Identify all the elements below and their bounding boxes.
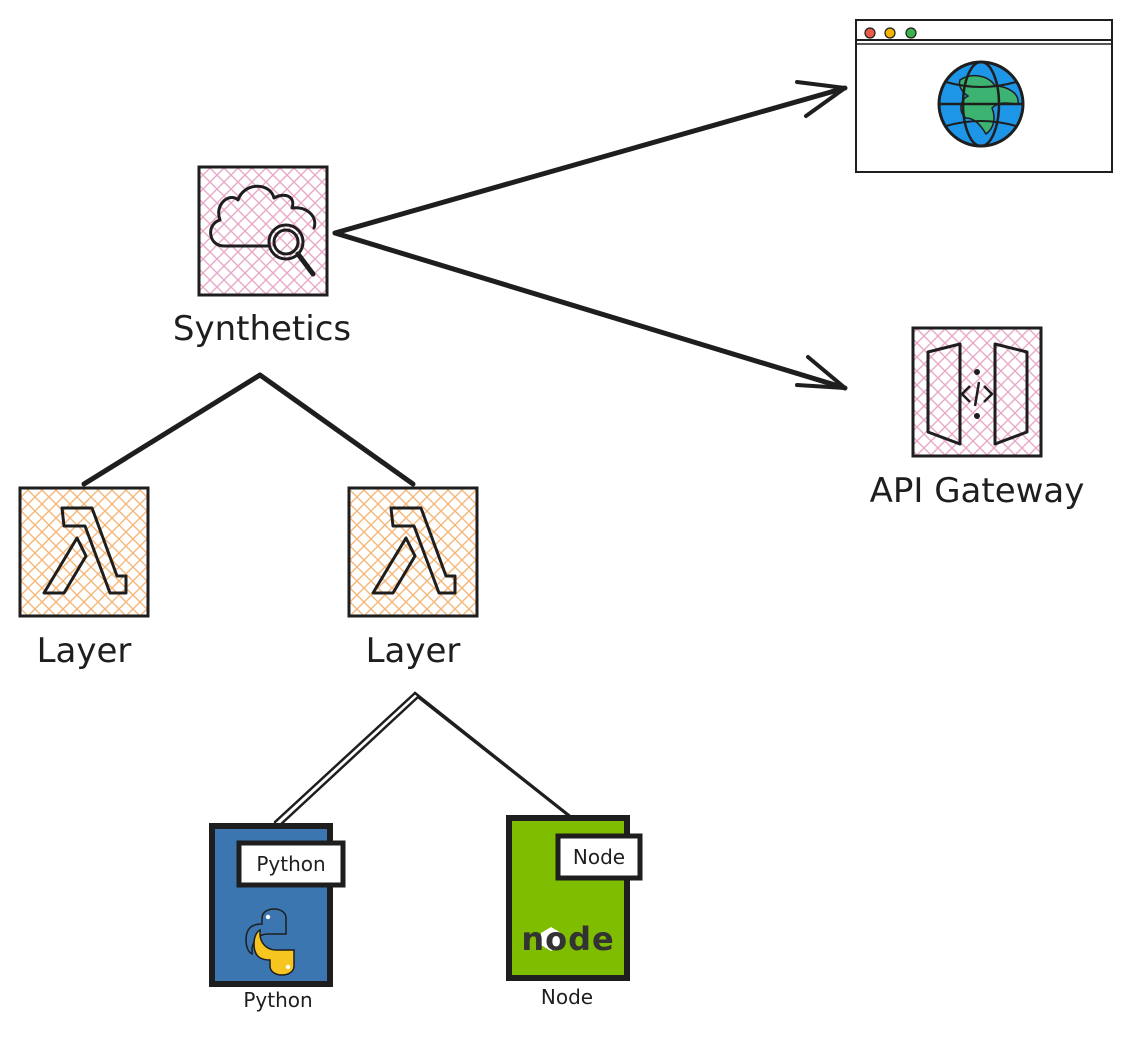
lambda-icon [42, 506, 128, 595]
layer-left-label: Layer [37, 631, 132, 671]
python-node: Python Python [209, 823, 346, 1012]
line-layer-to-python [273, 691, 420, 828]
browser-globe-icon [855, 19, 1113, 173]
node-tag [555, 833, 643, 881]
window-close-dot [864, 27, 876, 39]
synthetics-node: Synthetics [173, 165, 351, 349]
window-minimize-dot [884, 27, 896, 39]
arrow-synthetics-to-api-gateway [332, 230, 848, 391]
api-gateway-label: API Gateway [870, 471, 1085, 511]
line-synthetics-to-layer-left [81, 372, 263, 487]
node-caption: Node [541, 985, 593, 1009]
node-tag-label: Node [573, 845, 625, 869]
arrow-synthetics-to-browser [332, 85, 848, 236]
api-gateway-icon [926, 342, 1029, 446]
api-gateway-node: API Gateway [870, 326, 1085, 511]
python-tag [236, 840, 346, 888]
synthetics-label: Synthetics [173, 309, 351, 349]
layer-right-label: Layer [366, 631, 461, 671]
connectors [81, 80, 848, 828]
arrowhead-api-gateway [795, 355, 847, 390]
globe-icon [937, 60, 1025, 148]
line-synthetics-to-layer-right [257, 372, 416, 487]
python-tag-label: Python [256, 852, 325, 876]
node-logo-icon: node [521, 920, 614, 958]
node-node: Node node Node [506, 815, 643, 1009]
line-layer-to-node [413, 691, 576, 822]
python-logo-icon [245, 908, 295, 976]
arrowhead-browser [795, 80, 847, 118]
lambda-icon [371, 506, 457, 595]
layer-left-node: Layer [18, 486, 150, 671]
cloud-search-icon [209, 184, 317, 277]
window-maximize-dot [905, 27, 917, 39]
layer-right-node: Layer [347, 486, 479, 671]
python-caption: Python [243, 988, 312, 1012]
node-logo-text: node [521, 920, 614, 958]
